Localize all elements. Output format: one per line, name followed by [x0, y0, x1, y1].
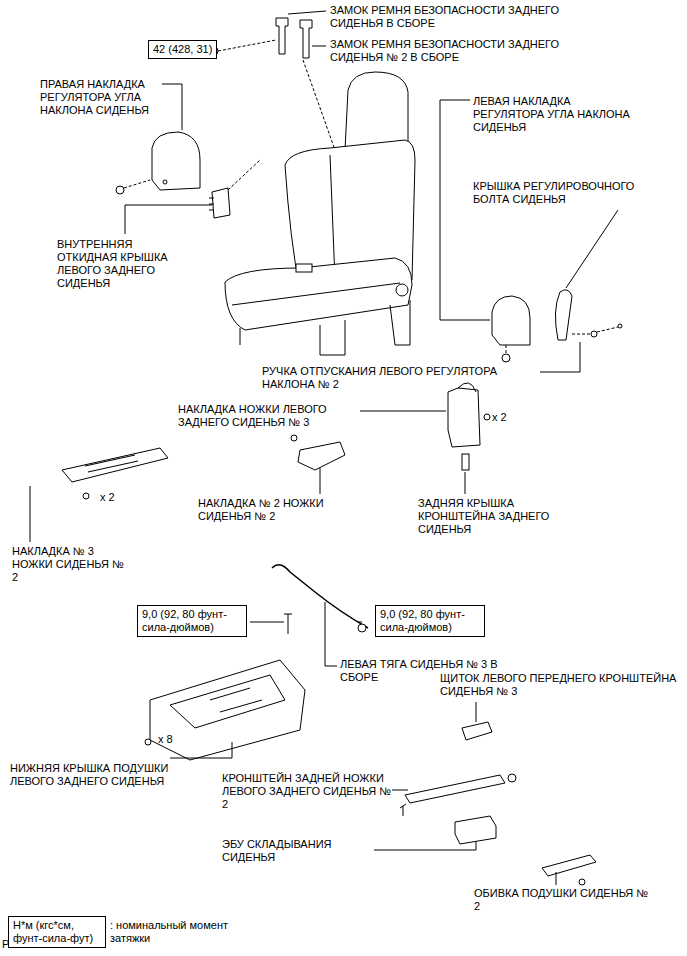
part-label: НАКЛАДКА НОЖКИ ЛЕВОГО ЗАДНЕГО СИДЕНЬЯ № … — [178, 403, 360, 429]
part-label: ЗАДНЯЯ КРЫШКА КРОНШТЕЙНА ЗАДНЕГО СИДЕНЬЯ — [418, 497, 583, 536]
part-label: : номинальный момент затяжки — [110, 919, 240, 945]
part-label: РУЧКА ОТПУСКАНИЯ ЛЕВОГО РЕГУЛЯТОРА НАКЛО… — [262, 365, 542, 391]
torque-value: 42 (428, 31) — [153, 43, 212, 56]
part-label: НАКЛАДКА № 2 НОЖКИ СИДЕНЬЯ № 2 — [198, 497, 368, 523]
torque-box: 9,0 (92, 80 фунт-сила-дюймов) — [137, 605, 247, 637]
part-label: ЩИТОК ЛЕВОГО ПЕРЕДНЕГО КРОНШТЕЙНА СИДЕНЬ… — [440, 672, 680, 698]
torque-value: 9,0 (92, 80 фунт-сила-дюймов) — [380, 608, 480, 634]
part-label: КРОНШТЕЙН ЗАДНЕЙ НОЖКИ ЛЕВОГО ЗАДНЕГО СИ… — [222, 772, 394, 811]
quantity-label: x 8 — [158, 733, 188, 746]
torque-box: 9,0 (92, 80 фунт-сила-дюймов) — [375, 605, 485, 637]
part-label: ОБИВКА ПОДУШКИ СИДЕНЬЯ № 2 — [474, 887, 649, 913]
part-label: P — [2, 938, 16, 951]
part-label: ВНУТРЕННЯЯ ОТКИДНАЯ КРЫШКА ЛЕВОГО ЗАДНЕГ… — [57, 238, 172, 290]
legend-unit-box: Н*м (кгс*см, фунт-сила-фут) — [8, 916, 106, 948]
quantity-label: x 2 — [100, 491, 130, 504]
torque-value: Н*м (кгс*см, фунт-сила-фут) — [13, 919, 101, 945]
torque-box: 42 (428, 31) — [148, 40, 217, 59]
torque-value: 9,0 (92, 80 фунт-сила-дюймов) — [142, 608, 242, 634]
part-label: ЛЕВАЯ НАКЛАДКА РЕГУЛЯТОРА УГЛА НАКЛОНА С… — [473, 95, 638, 134]
part-label: ЗАМОК РЕМНЯ БЕЗОПАСНОСТИ ЗАДНЕГО СИДЕНЬЯ… — [330, 4, 600, 30]
part-label: ПРАВАЯ НАКЛАДКА РЕГУЛЯТОРА УГЛА НАКЛОНА … — [40, 78, 165, 117]
part-label: КРЫШКА РЕГУЛИРОВОЧНОГО БОЛТА СИДЕНЬЯ — [473, 180, 651, 206]
part-label: НИЖНЯЯ КРЫШКА ПОДУШКИ ЛЕВОГО ЗАДНЕГО СИД… — [10, 762, 170, 788]
quantity-label: x 2 — [492, 411, 522, 424]
part-label: НАКЛАДКА № 3 НОЖКИ СИДЕНЬЯ № 2 — [12, 545, 127, 584]
part-label: ЗАМОК РЕМНЯ БЕЗОПАСНОСТИ ЗАДНЕГО СИДЕНЬЯ… — [330, 38, 610, 64]
part-label: ЭБУ СКЛАДЫВАНИЯ СИДЕНЬЯ — [222, 838, 374, 864]
